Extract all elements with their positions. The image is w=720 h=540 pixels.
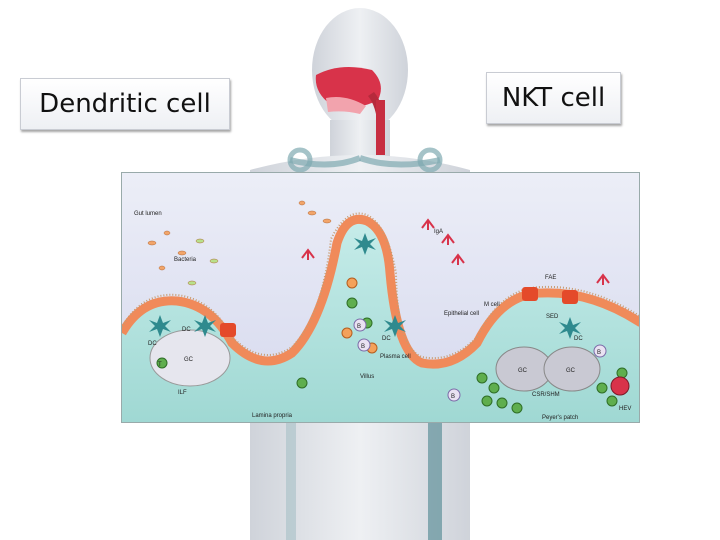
dendritic-cells <box>149 233 581 339</box>
ilf-m-cell <box>220 323 236 337</box>
csr-shm-text: CSR/SHM <box>532 392 560 398</box>
fae-text: FAE <box>545 275 556 281</box>
bacteria-text: Bacteria <box>174 257 197 263</box>
oral-cavity <box>326 97 366 114</box>
hev-vessel <box>610 376 630 396</box>
plasma-cell-text: Plasma cell <box>380 354 411 360</box>
t-text-1: T <box>158 362 162 368</box>
m-cell-2 <box>562 290 578 304</box>
lower-arm-left <box>286 420 296 540</box>
dc-text-3: DC <box>382 336 391 342</box>
hev-text: HEV <box>619 406 631 412</box>
nkt-cell-label: NKT cell <box>486 72 621 124</box>
gut-lumen-text: Gut lumen <box>134 211 162 217</box>
b-text-1: B <box>357 324 361 330</box>
b-text-4: B <box>597 350 601 356</box>
b-cells <box>353 318 607 402</box>
peyers-patch-text: Peyer's patch <box>542 415 578 421</box>
lamina-propria-text: Lamina propria <box>252 413 293 419</box>
airway-stem <box>376 100 385 155</box>
clavicle-right <box>359 155 441 168</box>
intestinal-immune-diagram: Gut lumen Bacteria IgA FAE M cell SED Ep… <box>121 172 640 423</box>
iga-text: IgA <box>434 229 443 235</box>
m-cell-1 <box>522 287 538 301</box>
lower-spine <box>428 420 442 540</box>
ilf-text: ILF <box>178 390 187 396</box>
nasal-cavity <box>315 66 381 108</box>
sed-text: SED <box>546 314 559 320</box>
villus-text: Villus <box>360 374 374 380</box>
bacteria-cluster <box>147 200 332 286</box>
iga-antibodies <box>301 218 610 285</box>
b-text-3: B <box>451 394 455 400</box>
peyers-patch-gc-right <box>543 346 601 392</box>
dc-text-1: DC <box>148 341 157 347</box>
gc-text-3: GC <box>566 368 576 374</box>
epithelial-cell-text: Epithelial cell <box>444 311 479 317</box>
clavicle-left <box>289 155 362 168</box>
shoulder-joint-left <box>287 147 313 173</box>
b-text-2: B <box>361 344 365 350</box>
lymphocytes <box>156 297 628 414</box>
dendritic-cell-label: Dendritic cell <box>20 78 230 130</box>
dc-text-2: DC <box>182 327 191 333</box>
nkt-cell-text: NKT cell <box>501 83 606 113</box>
gc-text-1: GC <box>184 357 194 363</box>
shoulder-joint-right <box>417 147 443 173</box>
dc-text-4: DC <box>574 336 583 342</box>
gc-text-2: GC <box>518 368 528 374</box>
gut-mucosa-illustration: Gut lumen Bacteria IgA FAE M cell SED Ep… <box>122 173 639 422</box>
ilf-follicle <box>149 329 231 387</box>
dendritic-cell-text: Dendritic cell <box>39 89 211 119</box>
m-cell-text: M cell <box>484 302 500 308</box>
